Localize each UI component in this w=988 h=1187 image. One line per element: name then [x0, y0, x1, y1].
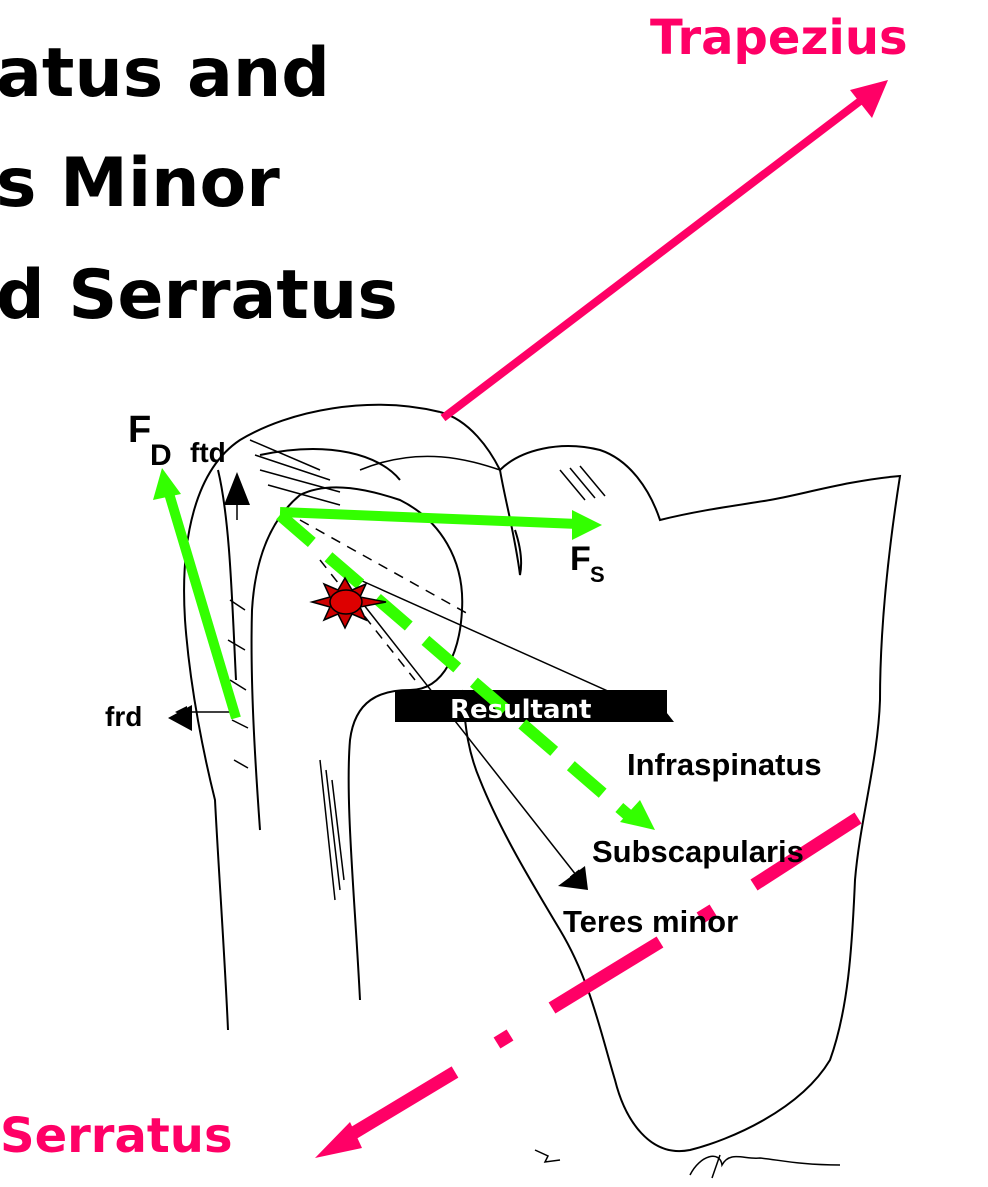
fd-subscript: D [150, 439, 172, 472]
resultant-label: Resultant [450, 695, 591, 725]
trapezius-line [443, 80, 888, 418]
fs-label: F [570, 540, 591, 578]
fd-arrowhead [153, 468, 181, 500]
ftd-label: ftd [190, 437, 226, 468]
rotation-center-icon [312, 578, 386, 628]
black-arrowheads [168, 472, 674, 890]
frd-arrowhead [168, 705, 192, 731]
signature-scribble [535, 1150, 840, 1178]
green-force-arrows [153, 468, 655, 830]
infraspinatus-label: Infraspinatus [627, 747, 822, 782]
fs-arrow-shaft [280, 512, 578, 524]
teres-minor-label: Teres minor [563, 904, 738, 939]
ftd-arrowhead [224, 472, 250, 505]
fs-arrowhead [572, 510, 602, 540]
fd-label: F [128, 409, 151, 451]
teres-minor-arrowhead [558, 866, 588, 890]
frd-label: frd [105, 701, 142, 732]
subscapularis-label: Subscapularis [592, 834, 804, 869]
fs-subscript: S [590, 562, 605, 587]
